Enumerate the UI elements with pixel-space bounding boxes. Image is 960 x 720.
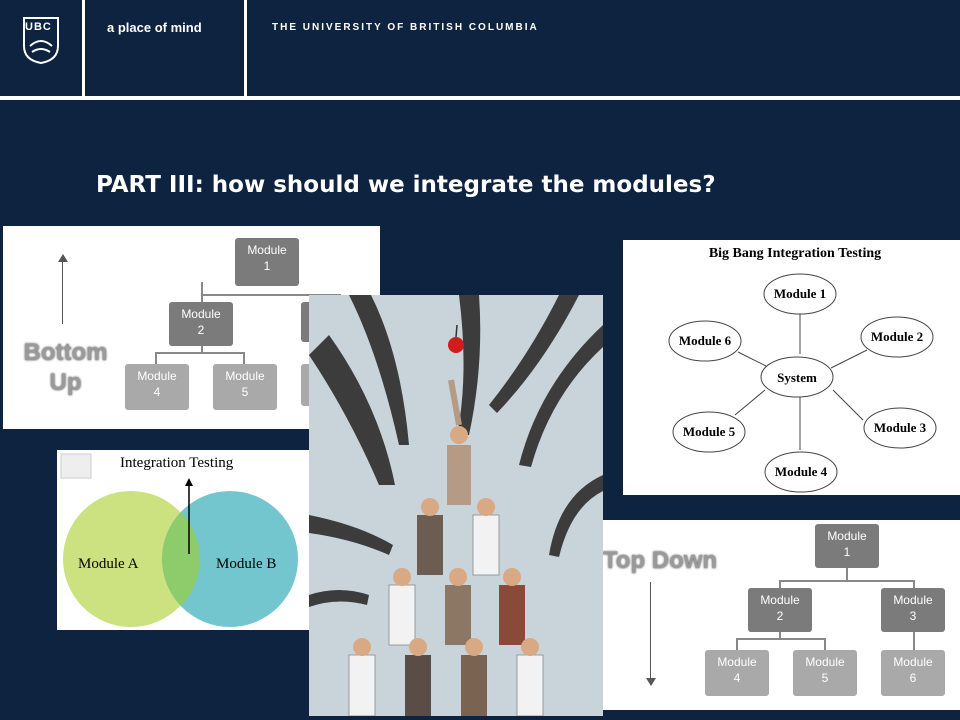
tagline: a place of mind bbox=[107, 20, 202, 35]
module-b-label: Module B bbox=[216, 556, 276, 572]
slide-title: PART III: how should we integrate the mo… bbox=[96, 172, 716, 198]
td-module-5-box: Module 5 bbox=[793, 650, 857, 696]
venn-title: Integration Testing bbox=[120, 455, 234, 471]
module-a-circle bbox=[63, 491, 199, 627]
up-arrow-icon bbox=[62, 256, 63, 324]
td-module-2-box: Module 2 bbox=[748, 588, 812, 632]
big-bang-title: Big Bang Integration Testing bbox=[709, 246, 881, 261]
module-a-label: Module A bbox=[78, 556, 139, 572]
bb-module-3: Module 3 bbox=[874, 420, 927, 435]
ubc-crest-icon bbox=[23, 17, 59, 64]
bb-module-6: Module 6 bbox=[679, 333, 732, 348]
ubc-header: UBC a place of mind THE UNIVERSITY OF BR… bbox=[0, 0, 960, 100]
down-arrow-icon bbox=[650, 582, 651, 680]
bb-module-5: Module 5 bbox=[683, 424, 736, 439]
td-module-1-box: Module 1 bbox=[815, 524, 879, 568]
bb-module-4: Module 4 bbox=[775, 464, 828, 479]
bb-module-2: Module 2 bbox=[871, 329, 923, 344]
module-4-box: Module 4 bbox=[125, 364, 189, 410]
module-1-box: Module 1 bbox=[235, 238, 299, 286]
bb-module-1: Module 1 bbox=[774, 286, 826, 301]
module-b-circle bbox=[162, 491, 298, 627]
globe-icon bbox=[60, 453, 92, 479]
header-divider bbox=[244, 0, 247, 96]
system-node bbox=[760, 356, 834, 398]
apple-icon bbox=[448, 337, 464, 353]
td-module-4-box: Module 4 bbox=[705, 650, 769, 696]
module-2-box: Module 2 bbox=[169, 302, 233, 346]
venn-diagram: Integration Testing Module A Module B bbox=[57, 450, 310, 630]
system-label: System bbox=[777, 370, 817, 385]
top-down-diagram: Module 1 Module 2 Module 3 Module 4 Modu… bbox=[591, 520, 960, 710]
university-name: THE UNIVERSITY OF BRITISH COLUMBIA bbox=[272, 22, 539, 33]
td-module-3-box: Module 3 bbox=[881, 588, 945, 632]
bottom-up-label: Bottom Up bbox=[23, 339, 108, 396]
top-down-label: Top Down bbox=[602, 547, 718, 574]
big-bang-diagram: Big Bang Integration Testing System Modu… bbox=[623, 240, 960, 495]
header-divider bbox=[82, 0, 85, 96]
module-5-box: Module 5 bbox=[213, 364, 277, 410]
people-pyramid bbox=[348, 379, 544, 716]
td-module-6-box: Module 6 bbox=[881, 650, 945, 696]
ubc-logo-text: UBC bbox=[25, 21, 52, 33]
human-pyramid-illustration bbox=[309, 295, 603, 716]
